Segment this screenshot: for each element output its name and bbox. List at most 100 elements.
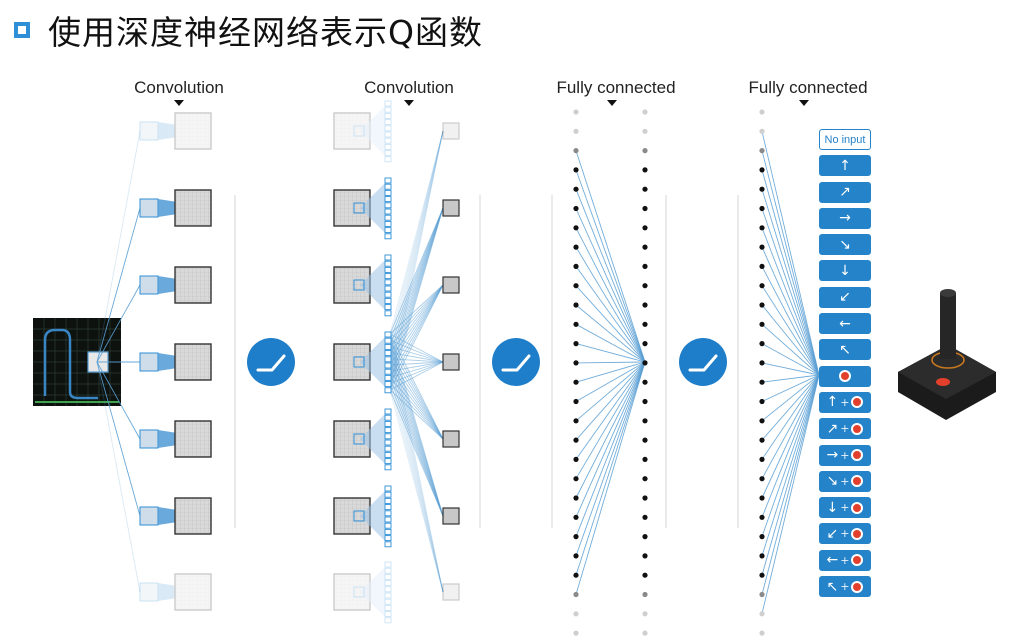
conv2-input-map [333, 573, 371, 611]
relu-activation-icon [501, 354, 531, 372]
fc1-output-neuron [642, 630, 648, 636]
conv2-to-output-line [389, 284, 444, 335]
conv2-to-output-line [389, 130, 444, 347]
fc2-connection [761, 189, 820, 376]
conv2-to-output-line [389, 130, 444, 372]
action-button: ↑+ [819, 391, 871, 413]
conv2-neuron [384, 510, 392, 517]
fc2-input-neuron [759, 514, 765, 520]
conv2-neuron [384, 202, 392, 209]
conv2-to-output-line [389, 389, 444, 517]
action-button: ↘ [819, 234, 871, 256]
fc1-input-neuron [573, 398, 579, 405]
fire-button-icon [851, 501, 864, 514]
action-button: ↙ [819, 286, 871, 308]
conv2-to-output-line [389, 361, 444, 366]
conv2-neuron [384, 617, 392, 624]
layer-label-fc1: Fully connected [556, 78, 676, 97]
conv2-to-output-line [389, 361, 444, 385]
conv2-neuron [384, 541, 392, 548]
fc1-input-neuron [573, 495, 579, 501]
fc2-input-neuron [759, 591, 765, 598]
conv2-output-unit [442, 507, 460, 525]
conv2-to-output-line [389, 284, 444, 372]
fc2-input-neuron [759, 109, 765, 115]
conv2-to-output-line [389, 284, 444, 353]
arrow-icon: ↘ [839, 236, 851, 253]
fc2-connection [761, 374, 820, 422]
fc1-output-neuron [642, 109, 648, 115]
input-to-conv1-line [96, 284, 141, 363]
conv2-unit [333, 177, 392, 240]
arrow-icon: ← [826, 552, 839, 569]
fc2-input-neuron [759, 630, 765, 636]
fc1-output-neuron [642, 167, 648, 173]
fc1-input-neuron [573, 572, 579, 578]
conv2-output-unit [442, 122, 460, 140]
conv2-neuron [384, 291, 392, 298]
fc1-input-neuron [573, 186, 579, 192]
fc1-connection [575, 208, 646, 363]
conv2-to-output-line [389, 130, 444, 384]
fc1-input-neuron [573, 148, 579, 154]
conv1-feature-map [174, 112, 212, 150]
conv2-neuron [384, 414, 392, 421]
conv2-neuron [384, 254, 392, 261]
arrow-icon: ↗ [826, 420, 839, 437]
fc1-input-neuron [573, 437, 579, 443]
fc1-output-neuron [642, 263, 648, 269]
conv1-unit [139, 573, 212, 611]
fc1-output-neuron [642, 341, 648, 347]
fire-button-icon [851, 449, 864, 462]
conv2-to-output-line [389, 361, 444, 391]
fc1-connection [575, 361, 646, 557]
conv2-neuron [384, 220, 392, 227]
action-button: ←+ [819, 549, 871, 571]
fc1-connection [575, 361, 646, 422]
fc2-connection [761, 246, 820, 376]
fc1-output-neuron [642, 572, 648, 578]
conv2-neuron [384, 143, 392, 150]
conv2-to-output-line [389, 130, 444, 366]
action-button: ↗+ [819, 418, 871, 440]
fc2-connection [761, 374, 820, 402]
fc1-connection [575, 361, 646, 402]
arrow-icon: ↙ [839, 289, 851, 306]
fc1-input-neuron [573, 128, 579, 134]
conv2-unit [333, 561, 392, 624]
fc1-connection [575, 323, 646, 363]
conv2-output-unit [442, 199, 460, 217]
conv2-to-output-line [389, 389, 444, 440]
action-button: ↓+ [819, 497, 871, 519]
fc2-input-neuron [759, 283, 765, 289]
fc1-input-neuron [573, 341, 579, 347]
fc1-connection [575, 361, 646, 441]
conv1-filter [139, 121, 159, 141]
conv1-filter [139, 506, 159, 526]
conv2-beam [360, 334, 388, 390]
conv2-neuron [384, 137, 392, 144]
conv2-neuron [384, 516, 392, 523]
conv2-neuron [384, 598, 392, 605]
fc1-output-neuron [642, 553, 648, 559]
conv2-kernel [353, 510, 365, 522]
fc1-output-neuron [642, 591, 648, 598]
conv2-output-unit [442, 353, 460, 371]
fc1-input-neuron [573, 514, 579, 520]
conv2-neuron [384, 279, 392, 286]
fc2-connection [761, 208, 820, 376]
fc1-input-neuron [573, 109, 579, 115]
conv2-to-output-line [389, 377, 444, 593]
joystick-icon [898, 289, 996, 420]
fc2-input-neuron [759, 244, 765, 250]
conv2-neuron [384, 196, 392, 203]
fc1-connection [575, 361, 646, 518]
conv2-neuron [384, 331, 392, 338]
conv2-neuron [384, 604, 392, 611]
conv2-unit [333, 331, 392, 394]
fc1-input-neuron [573, 360, 579, 366]
conv2-to-output-line [389, 361, 444, 378]
fc2-connection [761, 374, 820, 595]
conv2-neuron [384, 100, 392, 107]
conv2-to-output-line [389, 130, 444, 335]
